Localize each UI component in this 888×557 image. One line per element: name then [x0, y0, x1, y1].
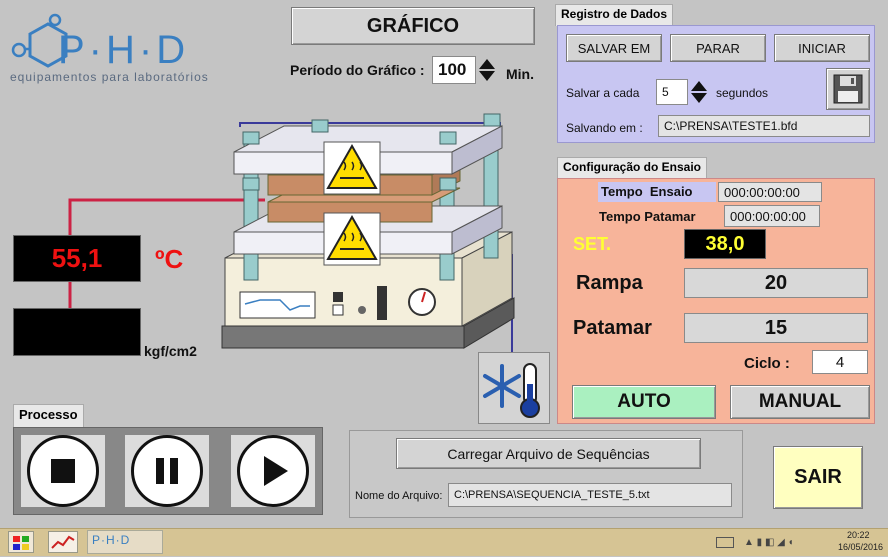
- periodo-stepper[interactable]: [477, 56, 497, 84]
- ciclo-label: Ciclo :: [744, 355, 790, 372]
- parar-button[interactable]: PARAR: [670, 34, 766, 62]
- cooling-button[interactable]: [478, 352, 550, 424]
- press-illustration: [68, 113, 515, 352]
- arrow-up-icon[interactable]: [691, 81, 707, 91]
- patamar-label: Patamar: [573, 317, 652, 339]
- periodo-unit: Min.: [506, 66, 534, 82]
- heat-warning-icon: [323, 141, 381, 195]
- tab-registro-dados[interactable]: Registro de Dados: [555, 4, 674, 26]
- floppy-disk-icon: [833, 74, 863, 104]
- taskbar-chart-icon[interactable]: [48, 531, 78, 553]
- pressure-unit: kgf/cm2: [144, 343, 197, 359]
- clock-time[interactable]: 20:22: [847, 530, 870, 540]
- segundos-label: segundos: [716, 86, 769, 100]
- nome-arquivo-label: Nome do Arquivo:: [355, 490, 443, 502]
- stop-button[interactable]: [20, 434, 106, 508]
- patamar-value: 15: [684, 313, 868, 343]
- periodo-label: Período do Gráfico :: [290, 62, 425, 78]
- temperature-display: 55,1: [13, 235, 141, 282]
- periodo-input[interactable]: 100: [432, 56, 476, 84]
- salvar-em-button[interactable]: SALVAR EM: [566, 34, 662, 62]
- nome-arquivo-value: C:\PRENSA\SEQUENCIA_TESTE_5.txt: [448, 483, 732, 507]
- logo-hexagon-icon: [11, 13, 68, 68]
- salvar-cada-input[interactable]: 5: [656, 79, 688, 105]
- auto-button[interactable]: AUTO: [572, 385, 716, 419]
- keyboard-icon[interactable]: [716, 537, 734, 548]
- set-value: 38,0: [684, 229, 766, 259]
- tempo-ensaio-label: Tempo Ensaio: [598, 182, 716, 202]
- snowflake-thermometer-icon: [483, 363, 540, 418]
- tab-configuracao-ensaio[interactable]: Configuração do Ensaio: [557, 157, 708, 179]
- salvando-label: Salvando em :: [566, 121, 643, 135]
- heat-warning-icon: [323, 212, 381, 266]
- arrow-down-icon[interactable]: [691, 93, 707, 103]
- salvando-path: C:\PRENSA\TESTE1.bfd: [658, 115, 870, 137]
- tempo-patamar-value: 000:00:00:00: [724, 205, 820, 227]
- taskbar: P·H·D ▲ ▮ ◧ ◢ ◖ 20:22 16/05/2016: [0, 528, 888, 556]
- salvar-cada-stepper[interactable]: [689, 79, 709, 105]
- set-label: SET.: [573, 234, 612, 254]
- salvar-cada-label: Salvar a cada: [566, 86, 640, 100]
- taskbar-phd-app[interactable]: P·H·D: [87, 530, 163, 554]
- ciclo-input[interactable]: 4: [812, 350, 868, 374]
- save-disk-button[interactable]: [826, 68, 870, 110]
- rampa-label: Rampa: [576, 272, 643, 294]
- arrow-down-icon[interactable]: [479, 71, 495, 81]
- rampa-value: 20: [684, 268, 868, 298]
- pressure-display: [13, 308, 141, 356]
- logo-tagline: equipamentos para laboratórios: [10, 70, 209, 84]
- tray-icons[interactable]: ▲ ▮ ◧ ◢ ◖: [744, 537, 794, 548]
- logo: P·H·D equipamentos para laboratórios: [10, 12, 250, 87]
- carregar-arquivo-button[interactable]: Carregar Arquivo de Sequências: [396, 438, 701, 469]
- clock-date[interactable]: 16/05/2016: [838, 542, 884, 552]
- tempo-ensaio-value: 000:00:00:00: [718, 182, 822, 202]
- tempo-patamar-label: Tempo Patamar: [598, 207, 722, 227]
- taskbar-app-icon[interactable]: [8, 531, 34, 553]
- pause-button[interactable]: [124, 434, 210, 508]
- play-icon: [264, 456, 288, 486]
- taskbar-app-label: P·H·D: [92, 533, 131, 547]
- iniciar-button[interactable]: INICIAR: [774, 34, 870, 62]
- stop-icon: [51, 459, 75, 483]
- manual-button[interactable]: MANUAL: [730, 385, 870, 419]
- temperature-unit: ºC: [155, 244, 184, 274]
- logo-mark: P·H·D: [58, 28, 190, 72]
- pause-icon: [156, 458, 178, 484]
- tab-processo[interactable]: Processo: [13, 404, 84, 427]
- play-button[interactable]: [230, 434, 316, 508]
- sair-button[interactable]: SAIR: [773, 446, 863, 509]
- grafico-button[interactable]: GRÁFICO: [291, 7, 535, 45]
- arrow-up-icon[interactable]: [479, 59, 495, 69]
